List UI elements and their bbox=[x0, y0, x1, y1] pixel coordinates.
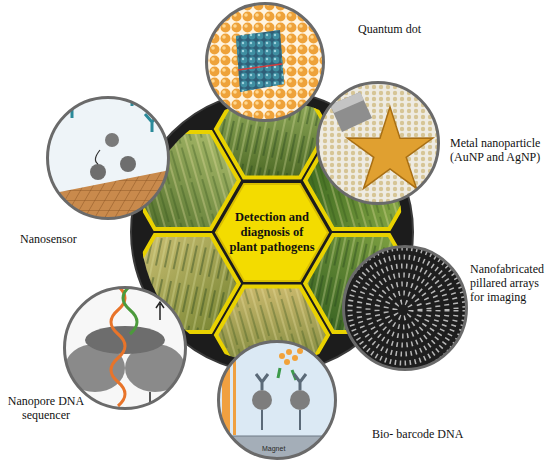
circle-outline bbox=[217, 340, 337, 460]
particle-field bbox=[315, 80, 445, 210]
core-cutout bbox=[236, 30, 284, 92]
center-title: Detection and diagnosis of plant pathoge… bbox=[216, 184, 328, 281]
target-strand bbox=[278, 368, 296, 380]
circle-border bbox=[48, 98, 169, 219]
magnetic-bead bbox=[290, 390, 310, 410]
pillar-ring bbox=[359, 266, 447, 354]
circle-border bbox=[207, 4, 324, 121]
probe-dot bbox=[292, 355, 298, 361]
nanoparticle bbox=[120, 156, 136, 172]
core-atoms bbox=[236, 30, 284, 92]
background bbox=[200, 0, 330, 125]
binding-arrow bbox=[95, 150, 100, 164]
pillar-ring bbox=[377, 284, 429, 336]
technique-label: Nanofabricated pillared arrays for imagi… bbox=[470, 262, 553, 304]
technique-circle: Metal nanoparticle (AuNP and AgNP) bbox=[316, 81, 440, 205]
metal-nanoparticle-illustration bbox=[315, 80, 445, 210]
probe-dot bbox=[284, 359, 290, 365]
circle-border bbox=[344, 247, 467, 370]
nanoparticle bbox=[105, 133, 119, 147]
silver-cube-top bbox=[330, 92, 364, 113]
dna-strand bbox=[123, 286, 137, 334]
technique-label: Quantum dot bbox=[358, 22, 468, 36]
nanosensor-illustration bbox=[40, 88, 180, 225]
technique-circle: Bio- barcode DNA bbox=[217, 340, 337, 460]
background bbox=[215, 338, 340, 461]
magnetic-bead bbox=[252, 390, 272, 410]
probe-dot bbox=[286, 349, 292, 355]
technique-circle: Nanopore DNA sequencer bbox=[63, 286, 187, 410]
pillared-array-illustration bbox=[340, 244, 470, 374]
technique-circle: Quantum dot bbox=[205, 2, 325, 122]
technique-circle: Nanofabricated pillared arrays for imagi… bbox=[342, 245, 468, 371]
pillar-ring bbox=[368, 275, 438, 345]
technique-label: Metal nanoparticle (AuNP and AgNP) bbox=[450, 136, 553, 164]
circle-outline bbox=[63, 286, 187, 410]
part-label: Magnet bbox=[262, 444, 302, 453]
circle-border bbox=[65, 288, 186, 409]
flow-arrow bbox=[156, 302, 164, 320]
gold-star bbox=[347, 107, 433, 188]
nanoparticle bbox=[90, 164, 106, 180]
background bbox=[315, 80, 445, 210]
probe-dot bbox=[297, 348, 303, 354]
circle-outline bbox=[316, 81, 440, 205]
pillar-ring bbox=[395, 302, 411, 318]
technique-label: Nanosensor bbox=[20, 232, 100, 246]
center-hexagon: Detection and diagnosis of plant pathoge… bbox=[216, 184, 328, 281]
circle-outline bbox=[205, 2, 325, 122]
antibody bbox=[256, 374, 306, 390]
gold-probe bbox=[279, 348, 303, 365]
center-hexagon-fill bbox=[216, 184, 328, 281]
technique-label: Bio- barcode DNA bbox=[372, 427, 482, 441]
technique-circle: Nanosensor bbox=[46, 96, 170, 220]
probe-dot bbox=[279, 353, 285, 359]
circle-border bbox=[318, 83, 439, 204]
shell-atoms bbox=[200, 0, 330, 125]
lattice-line bbox=[238, 64, 282, 70]
dna-strand bbox=[111, 286, 125, 406]
linker bbox=[262, 410, 300, 430]
circle-border bbox=[219, 342, 336, 459]
circle-outline bbox=[342, 245, 468, 371]
quantum-dot-illustration bbox=[200, 0, 330, 125]
pillar-ring bbox=[350, 257, 456, 363]
circle-outline bbox=[46, 96, 170, 220]
technique-label: Nanopore DNA sequencer bbox=[2, 394, 90, 422]
pillar-ring bbox=[386, 293, 420, 327]
bio-barcode-illustration bbox=[215, 338, 340, 461]
background bbox=[340, 244, 470, 374]
